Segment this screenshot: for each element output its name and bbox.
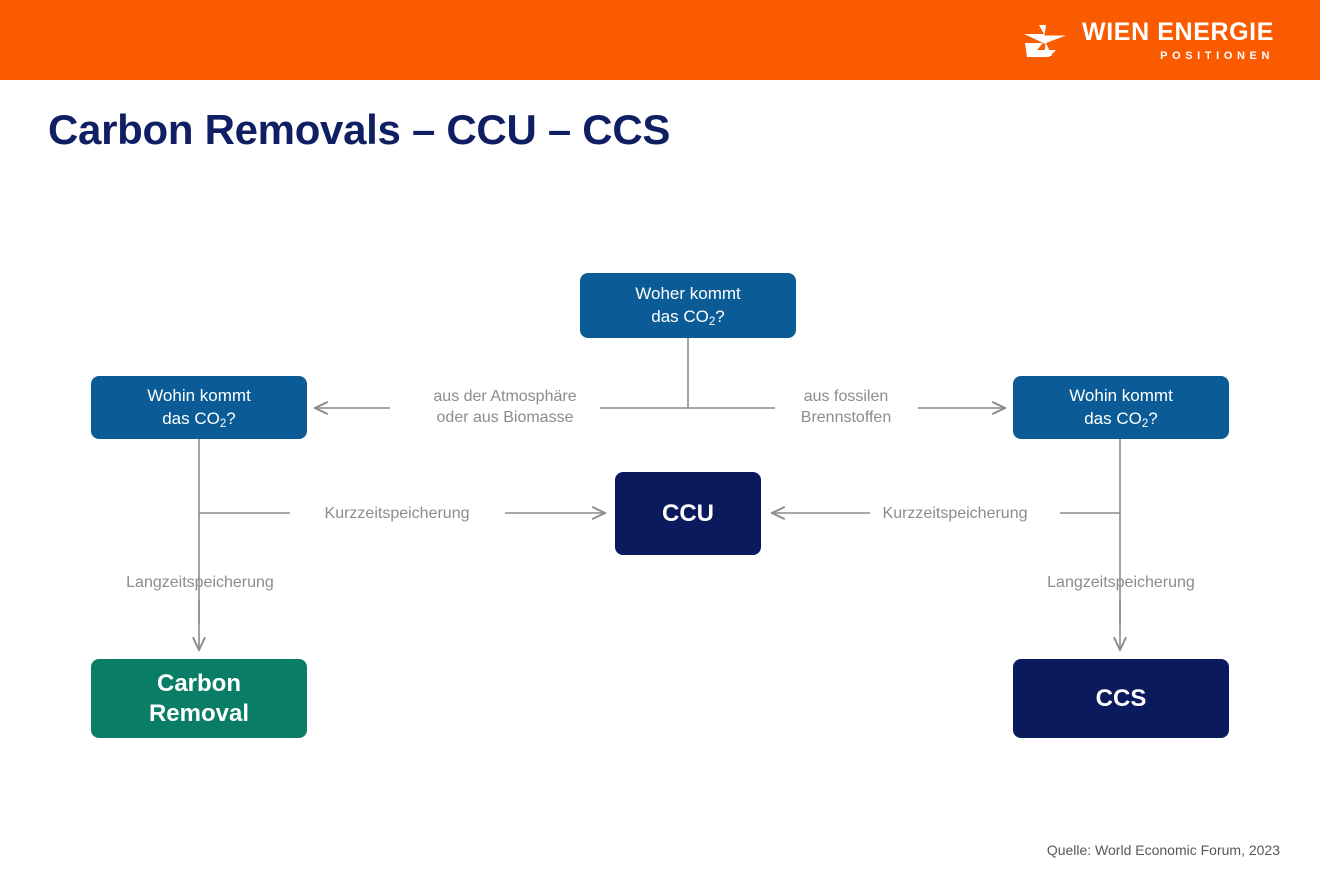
node-label-line2-suffix: ? xyxy=(715,306,725,326)
edge-label-long-term-left: Langzeitspeicherung xyxy=(126,574,274,591)
wien-energie-logo: WIEN ENERGIE POSITIONEN xyxy=(1022,20,1274,62)
node-destination-right[interactable]: Wohin kommt das CO2? xyxy=(1013,376,1229,439)
node-label-line2-suffix: ? xyxy=(226,408,236,428)
edge-label-short-term-left: Kurzzeitspeicherung xyxy=(324,505,470,522)
node-label-line1: Carbon xyxy=(156,670,241,698)
node-label-line2-suffix: ? xyxy=(1148,408,1158,428)
node-ccu[interactable]: CCU xyxy=(615,472,761,555)
co2-subscript: 2 xyxy=(219,417,227,430)
edge-label-atmosphere: aus der Atmosphäre oder aus Biomasse xyxy=(433,388,577,426)
lightning-bolt-icon xyxy=(1024,25,1067,57)
node-label-line1: Woher kommt xyxy=(635,283,741,303)
node-destination-left-label: Wohin kommt das CO2? xyxy=(147,385,251,431)
page-title: Carbon Removals – CCU – CCS xyxy=(48,106,671,153)
node-ccs-label: CCS xyxy=(1095,684,1147,712)
logo-brand-name: WIEN ENERGIE xyxy=(1082,18,1274,46)
node-source-co2[interactable]: Woher kommt das CO2? xyxy=(580,273,796,338)
edge-label-short-term-right: Kurzzeitspeicherung xyxy=(882,505,1028,522)
logo-brand-sub: POSITIONEN xyxy=(1160,50,1274,62)
node-label-line2: das CO xyxy=(651,306,709,326)
node-carbon-removal-label: Carbon Removal xyxy=(149,669,249,728)
node-label-line2: das CO xyxy=(1084,408,1142,428)
node-label-line2: Removal xyxy=(148,699,250,727)
co2-subscript: 2 xyxy=(1141,417,1149,430)
node-carbon-removal[interactable]: Carbon Removal xyxy=(91,659,307,738)
node-destination-left[interactable]: Wohin kommt das CO2? xyxy=(91,376,307,439)
logo-text-block: WIEN ENERGIE POSITIONEN xyxy=(1082,20,1274,62)
co2-subscript: 2 xyxy=(708,315,716,328)
node-label-line2: das CO xyxy=(162,408,220,428)
source-note: Quelle: World Economic Forum, 2023 xyxy=(1046,842,1280,858)
node-ccs[interactable]: CCS xyxy=(1013,659,1229,738)
node-ccu-label: CCU xyxy=(662,499,714,527)
node-destination-right-label: Wohin kommt das CO2? xyxy=(1069,385,1173,431)
node-label-line1: Wohin kommt xyxy=(1069,385,1173,405)
edge-label-fossil: aus fossilen Brennstoffen xyxy=(800,388,892,426)
header-bar: WIEN ENERGIE POSITIONEN xyxy=(0,0,1320,80)
edge-label-long-term-right: Langzeitspeicherung xyxy=(1047,574,1195,591)
node-source-co2-label: Woher kommt das CO2? xyxy=(635,283,741,329)
node-label-line1: Wohin kommt xyxy=(147,385,251,405)
